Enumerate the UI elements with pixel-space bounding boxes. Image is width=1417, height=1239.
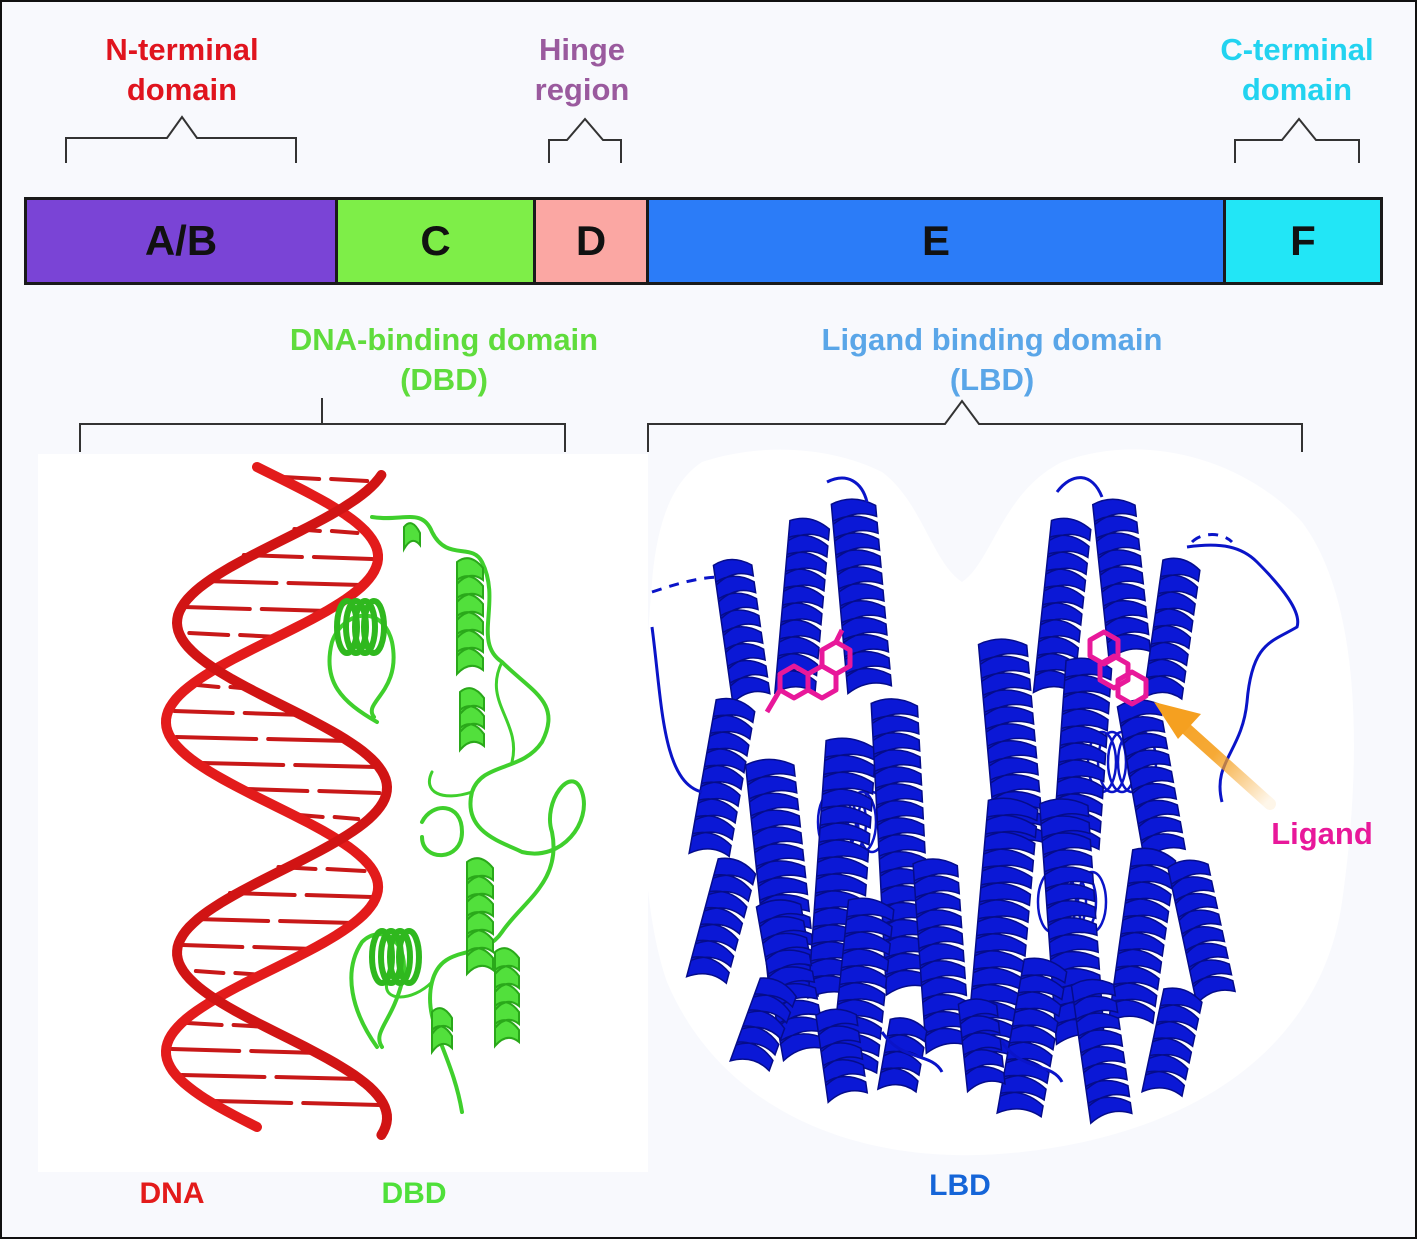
lbd-helix <box>1116 699 1187 863</box>
ligand-molecule-right <box>1087 629 1149 707</box>
bracket-c-terminal <box>1234 117 1360 163</box>
dna-strand-2 <box>171 470 393 1140</box>
dna-base-pair <box>193 917 271 923</box>
dna-base-pair <box>293 763 378 769</box>
dbd-helix-ribbon <box>459 687 485 753</box>
dna-strand-1 <box>160 462 384 1132</box>
dna-base-pair <box>304 893 374 899</box>
segment-d: D <box>536 197 649 285</box>
lbd-helix <box>996 957 1068 1119</box>
segment-ab: A/B <box>24 197 338 285</box>
n-terminal-label: N-terminal domain <box>105 32 259 107</box>
dna-base-pair <box>286 581 364 587</box>
dna-base-pair <box>281 475 322 481</box>
dna-base-pair <box>325 867 367 873</box>
dna-base-pair <box>200 761 286 767</box>
bracket-hinge <box>548 117 622 163</box>
dbd-helix-coil <box>361 598 387 656</box>
dna-base-pair <box>170 1047 242 1053</box>
bracket-dbd <box>79 398 566 452</box>
dna-base-pair <box>212 1099 294 1105</box>
dna-base-pair <box>245 787 310 793</box>
dbd-helix-coil <box>396 928 422 986</box>
dna-base-pair <box>329 477 370 483</box>
ligand-arrow <box>1154 702 1276 810</box>
dna-base-pair <box>179 1073 267 1079</box>
lbd-loops <box>650 476 1300 1083</box>
lbd-helix <box>1141 987 1203 1098</box>
dbd-helix-ribbon <box>403 522 421 553</box>
dbd-helix-ribbon <box>466 857 494 977</box>
dbd-helix-coil <box>387 928 413 986</box>
dbd-helix-coil <box>352 598 378 656</box>
lbd-helix <box>712 558 771 705</box>
dna-base-pair <box>172 709 235 715</box>
dna-base-pair <box>193 969 226 975</box>
segment-e: E <box>649 197 1226 285</box>
dna-dbd-panel <box>38 454 648 1172</box>
lbd-domain-label: Ligand binding domain (LBD) <box>821 322 1163 397</box>
dbd-helix-ribbon <box>456 557 484 677</box>
dna-base-pair <box>329 529 360 535</box>
dna-base-pair <box>266 737 351 743</box>
lbd-helix <box>773 517 831 695</box>
dna-base-pair <box>274 1075 361 1081</box>
dna-base-pair <box>181 943 245 949</box>
ligand-label: Ligand <box>1271 816 1373 851</box>
dna-base-pair <box>195 683 221 689</box>
dbd-helix-ribbon <box>431 1007 453 1056</box>
lbd-helix <box>688 697 756 858</box>
dbd-label: DBD <box>381 1177 447 1210</box>
lbd-helix <box>815 1008 869 1104</box>
lbd-helix <box>912 858 971 1055</box>
bracket-lbd <box>647 399 1303 452</box>
lbd-helix <box>957 998 1006 1094</box>
lbd-label: LBD <box>929 1169 991 1202</box>
dbd-helix-ribbon <box>494 947 520 1049</box>
lbd-helix <box>977 638 1045 853</box>
ligand-molecule-left <box>764 628 853 714</box>
dbd-domain-label: DNA-binding domain (DBD) <box>289 322 599 397</box>
lbd-helix <box>729 977 798 1073</box>
lbd-helix <box>1070 978 1133 1125</box>
dna-base-pair <box>187 631 231 637</box>
lbd-helix <box>685 857 757 985</box>
segment-c: C <box>338 197 536 285</box>
dna-base-pair <box>182 605 252 611</box>
dna-base-pair <box>311 555 374 561</box>
brackets <box>65 115 1360 452</box>
lbd-helix <box>1142 557 1201 701</box>
dna-base-pair <box>332 815 361 821</box>
dna-base-pair <box>301 1101 382 1107</box>
lbd-helix <box>830 498 893 696</box>
dna-base-pair <box>259 607 330 613</box>
dna-structure <box>160 462 393 1140</box>
hinge-label: Hinge region <box>534 32 630 107</box>
c-terminal-label: C-terminal domain <box>1220 32 1374 107</box>
dna-base-pair <box>174 735 259 741</box>
dna-label: DNA <box>139 1177 205 1210</box>
segment-f: F <box>1226 197 1383 285</box>
bracket-n-terminal <box>65 115 297 163</box>
dna-base-pair <box>185 1021 224 1027</box>
dna-base-pair <box>317 789 382 795</box>
lbd-helix <box>1167 859 1237 1006</box>
dna-base-pair <box>278 919 355 925</box>
